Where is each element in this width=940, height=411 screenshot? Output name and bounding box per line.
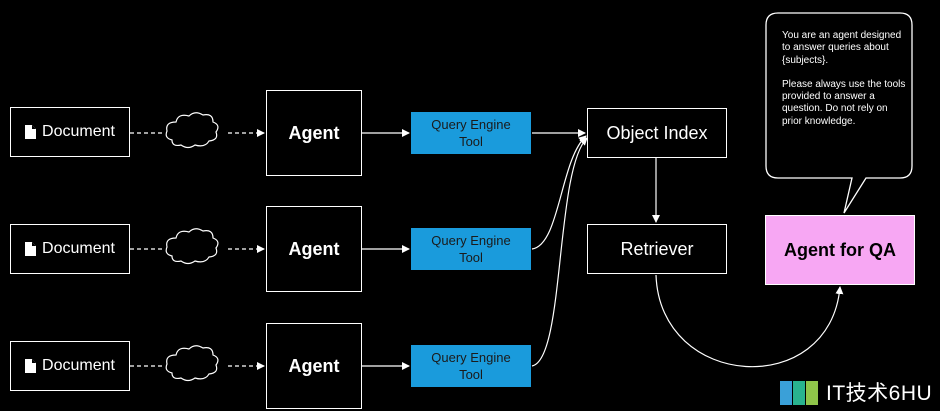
- prompt-bubble: You are an agent designed to answer quer…: [782, 30, 910, 140]
- agent-box-3: Agent: [266, 323, 362, 409]
- agent-box-1: Agent: [266, 90, 362, 176]
- cloud-icon-1: [165, 112, 219, 149]
- prompt-paragraph-1: You are an agent designed to answer quer…: [782, 30, 902, 66]
- document-box-3: Document: [10, 341, 130, 391]
- document-label: Document: [42, 357, 115, 374]
- query-engine-tool-1: Query Engine Tool: [411, 112, 531, 154]
- prompt-paragraph-2: Please always use the tools provided to …: [782, 78, 906, 127]
- document-label: Document: [42, 123, 115, 140]
- cloud-icon-2: [165, 228, 219, 265]
- query-engine-tool-line2: Tool: [459, 250, 483, 265]
- document-icon: [25, 242, 37, 256]
- watermark: IT技术6HU: [780, 378, 932, 406]
- watermark-logo-icon: [780, 381, 818, 405]
- agent-label: Agent: [288, 355, 340, 376]
- query-engine-tool-3: Query Engine Tool: [411, 345, 531, 387]
- agent-label: Agent: [288, 122, 340, 143]
- agent-label: Agent: [288, 238, 340, 259]
- document-icon: [25, 125, 37, 139]
- prompt-bubble-shape: [765, 12, 913, 214]
- watermark-logo-spacer: [780, 379, 820, 405]
- document-box-1: Document: [10, 107, 130, 157]
- object-index-box: Object Index: [587, 108, 727, 158]
- query-engine-tool-2: Query Engine Tool: [411, 228, 531, 270]
- retriever-box: Retriever: [587, 224, 727, 274]
- cloud-icon-3: [165, 345, 219, 382]
- query-engine-tool-line2: Tool: [459, 367, 483, 382]
- query-engine-tool-line1: Query Engine: [431, 233, 511, 248]
- query-engine-tool-line1: Query Engine: [431, 350, 511, 365]
- agent-for-qa-label: Agent for QA: [784, 239, 896, 260]
- retriever-to-qa-arrow: [655, 274, 844, 368]
- agent-box-2: Agent: [266, 206, 362, 292]
- tool-to-index-arrow-3: [531, 137, 588, 367]
- document-box-2: Document: [10, 224, 130, 274]
- query-engine-tool-line1: Query Engine: [431, 117, 511, 132]
- object-index-label: Object Index: [606, 122, 708, 143]
- agent-for-qa-box: Agent for QA: [765, 215, 915, 285]
- tool-to-index-arrow-2: [531, 135, 587, 250]
- watermark-text: IT技术6HU: [826, 382, 933, 405]
- query-engine-tool-line2: Tool: [459, 134, 483, 149]
- document-label: Document: [42, 240, 115, 257]
- retriever-label: Retriever: [620, 238, 694, 259]
- document-icon: [25, 359, 37, 373]
